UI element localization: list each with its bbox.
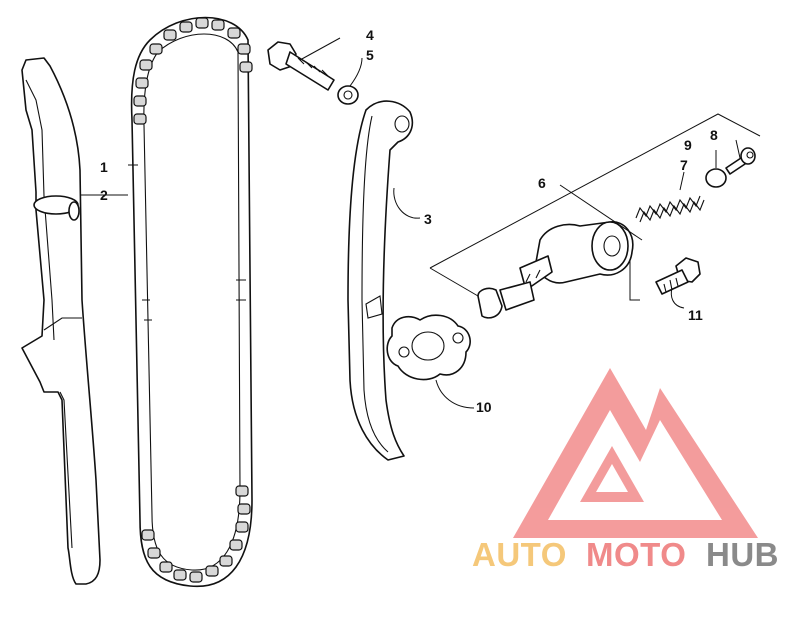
- chain-guide-left: [21, 57, 101, 585]
- callout-1: 1: [100, 159, 108, 175]
- callout-9: 9: [684, 137, 692, 153]
- callout-8: 8: [710, 127, 718, 143]
- watermark-wordmark: AUTO MOTO HUB: [472, 536, 779, 573]
- leader-lines: [80, 37, 741, 409]
- bolt-4: [267, 41, 335, 91]
- watermark-auto: AUTO: [472, 536, 567, 573]
- callout-4: 4: [366, 27, 374, 43]
- washer-5: [337, 85, 359, 105]
- chain-links-top: [133, 17, 253, 125]
- spring-7: [635, 195, 705, 223]
- watermark-hub: HUB: [706, 536, 779, 573]
- o-ring-9: [705, 168, 727, 188]
- callout-11: 11: [688, 307, 703, 323]
- timing-chain: [130, 16, 253, 588]
- chain-links-bottom: [141, 485, 251, 583]
- bolt-11: [655, 257, 701, 295]
- callout-7: 7: [680, 157, 688, 173]
- bolt-8: [725, 147, 756, 175]
- tensioner-arm: [347, 100, 414, 461]
- tensioner-body: [477, 221, 634, 319]
- callout-5: 5: [366, 47, 374, 63]
- callout-2: 2: [100, 187, 108, 203]
- callout-numbers: 1 2 3 4 5 6 7 8 9 10 11: [100, 27, 718, 415]
- tensioner-assembly-bracket: [429, 113, 761, 301]
- callout-10: 10: [476, 399, 492, 415]
- gasket-10: [386, 314, 471, 381]
- callout-6: 6: [538, 175, 546, 191]
- watermark-moto: MOTO: [586, 536, 686, 573]
- callout-3: 3: [424, 211, 432, 227]
- watermark-logo: [513, 368, 758, 538]
